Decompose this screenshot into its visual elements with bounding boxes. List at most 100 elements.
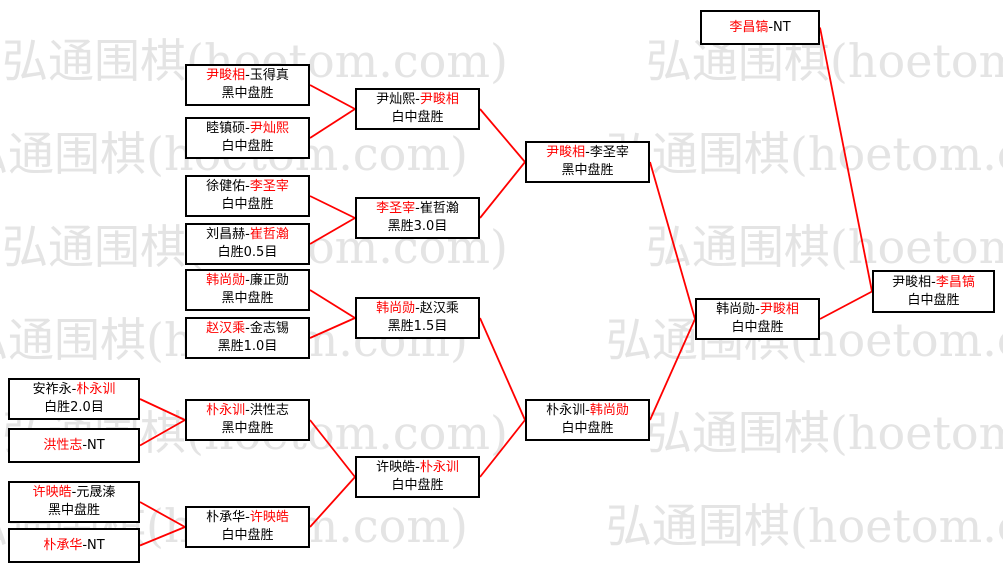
match-result: 黑胜3.0目	[387, 219, 448, 234]
connector-line	[819, 27, 873, 292]
player-name: -玉得真	[245, 68, 289, 83]
matchup-names: 尹畯相-李圣宰	[546, 144, 629, 162]
connector-line	[139, 526, 186, 547]
connector-line	[139, 419, 186, 447]
winner-name: 许映皓	[249, 510, 289, 525]
winner-name: 崔哲瀚	[249, 227, 289, 242]
matchup-names: 睦镇硕-尹灿熙	[206, 120, 289, 138]
player-name: -NT	[82, 437, 105, 453]
matchup-names: 赵汉乘-金志锡	[206, 320, 289, 338]
matchup-names: 朴永训-韩尚勋	[546, 402, 629, 420]
matchup-names: 韩尚勋-赵汉乘	[376, 300, 459, 318]
winner-name: 许映皓	[32, 485, 72, 500]
winner-name: 李圣宰	[249, 179, 289, 194]
match-box-t1: 李昌镐-NT	[700, 10, 820, 45]
player-name: -NT	[768, 19, 791, 35]
winner-name: 洪性志	[43, 437, 83, 453]
player-name: 睦镇硕-	[206, 121, 250, 136]
winner-name: 尹畯相	[546, 145, 586, 160]
player-name: -赵汉乘	[415, 301, 459, 316]
player-name: 尹畯相-	[892, 274, 936, 290]
match-result: 黑中盘胜	[221, 291, 274, 306]
player-name: 许映皓-	[376, 460, 420, 475]
match-box-b5: 朴承华-许映皓白中盘胜	[185, 506, 310, 548]
winner-name: 李昌镐	[935, 274, 975, 290]
connector-line	[309, 195, 356, 219]
matchup-names: 朴永训-洪性志	[206, 402, 289, 420]
connector-line	[479, 317, 526, 421]
match-result: 白中盘胜	[731, 320, 784, 335]
match-box-z2: 洪性志-NT	[8, 428, 140, 463]
matchup-names: 许映皓-元晟溱	[33, 484, 116, 502]
match-box-b3: 韩尚勋-赵汉乘黑胜1.5目	[355, 297, 480, 339]
connector-line	[309, 419, 356, 478]
winner-name: 尹畯相	[206, 68, 246, 83]
matchup-names: 李圣宰-崔哲瀚	[376, 200, 459, 218]
matchup-names: 安祚永-朴永训	[33, 381, 116, 399]
matchup-names: 朴承华-许映皓	[206, 509, 289, 527]
player-name: 徐健佑-	[206, 179, 250, 194]
match-result: 黑胜1.0目	[217, 339, 278, 354]
match-box-b4: 朴永训-洪性志黑中盘胜	[185, 399, 310, 441]
winner-name: 尹灿熙	[249, 121, 289, 136]
match-box-a6: 赵汉乘-金志锡黑胜1.0目	[185, 317, 310, 359]
match-box-d1: 朴永训-韩尚勋白中盘胜	[525, 399, 650, 441]
winner-name: 李昌镐	[729, 19, 769, 35]
player-name: -元晟溱	[71, 485, 116, 500]
matchup-names: 徐健佑-李圣宰	[206, 178, 289, 196]
player-name: -洪性志	[245, 403, 289, 418]
match-box-a2: 睦镇硕-尹灿熙白中盘胜	[185, 117, 310, 159]
matchup-names: 洪性志-NT	[43, 437, 104, 455]
player-name: 尹灿熙-	[376, 92, 420, 107]
player-name: -崔哲瀚	[415, 201, 459, 216]
match-box-z4: 朴承华-NT	[8, 528, 140, 563]
match-result: 黑中盘胜	[47, 503, 100, 518]
match-result: 黑中盘胜	[221, 421, 274, 436]
matchup-names: 韩尚勋-廉正勋	[206, 272, 289, 290]
connector-line	[139, 398, 186, 421]
match-result: 白胜2.0目	[44, 400, 104, 415]
player-name: -廉正勋	[245, 273, 289, 288]
player-name: -NT	[82, 537, 105, 553]
player-name: 韩尚勋-	[716, 302, 760, 317]
player-name: 朴永训-	[546, 403, 590, 418]
connector-line	[309, 317, 356, 339]
connector-line	[139, 501, 186, 528]
winner-name: 韩尚勋	[376, 301, 416, 316]
match-result: 黑中盘胜	[221, 86, 274, 101]
matchup-names: 尹灿熙-尹畯相	[376, 91, 459, 109]
winner-name: 朴永训	[206, 403, 246, 418]
match-box-a4: 刘昌赫-崔哲瀚白胜0.5目	[185, 223, 310, 265]
connector-line	[309, 289, 356, 319]
connector-line	[649, 161, 696, 320]
connector-line	[649, 318, 696, 421]
match-box-c2: 许映皓-朴永训白中盘胜	[355, 456, 480, 498]
connector-line	[479, 161, 526, 219]
matchup-names: 许映皓-朴永训	[376, 459, 459, 477]
match-box-z3: 许映皓-元晟溱黑中盘胜	[8, 481, 140, 523]
matchup-names: 朴承华-NT	[43, 537, 104, 555]
match-box-b1: 尹灿熙-尹畯相白中盘胜	[355, 88, 480, 130]
match-box-c1: 尹畯相-李圣宰黑中盘胜	[525, 141, 650, 183]
winner-name: 尹畯相	[419, 92, 459, 107]
match-result: 白中盘胜	[221, 197, 274, 212]
match-result: 白中盘胜	[907, 292, 960, 308]
connector-line	[309, 108, 356, 139]
connector-line	[479, 419, 526, 478]
match-box-a1: 尹畯相-玉得真黑中盘胜	[185, 64, 310, 106]
player-name: -李圣宰	[585, 145, 629, 160]
winner-name: 尹畯相	[759, 302, 799, 317]
match-result: 黑胜1.5目	[387, 319, 448, 334]
matchup-names: 韩尚勋-尹畯相	[716, 301, 799, 319]
player-name: -金志锡	[245, 321, 289, 336]
match-box-a5: 韩尚勋-廉正勋黑中盘胜	[185, 269, 310, 311]
match-result: 白中盘胜	[221, 528, 274, 543]
winner-name: 朴永训	[419, 460, 459, 475]
match-result: 白胜0.5目	[217, 245, 278, 260]
match-box-b2: 李圣宰-崔哲瀚黑胜3.0目	[355, 197, 480, 239]
winner-name: 韩尚勋	[206, 273, 246, 288]
match-result: 白中盘胜	[391, 110, 444, 125]
match-box-f1: 尹畯相-李昌镐白中盘胜	[872, 270, 995, 313]
